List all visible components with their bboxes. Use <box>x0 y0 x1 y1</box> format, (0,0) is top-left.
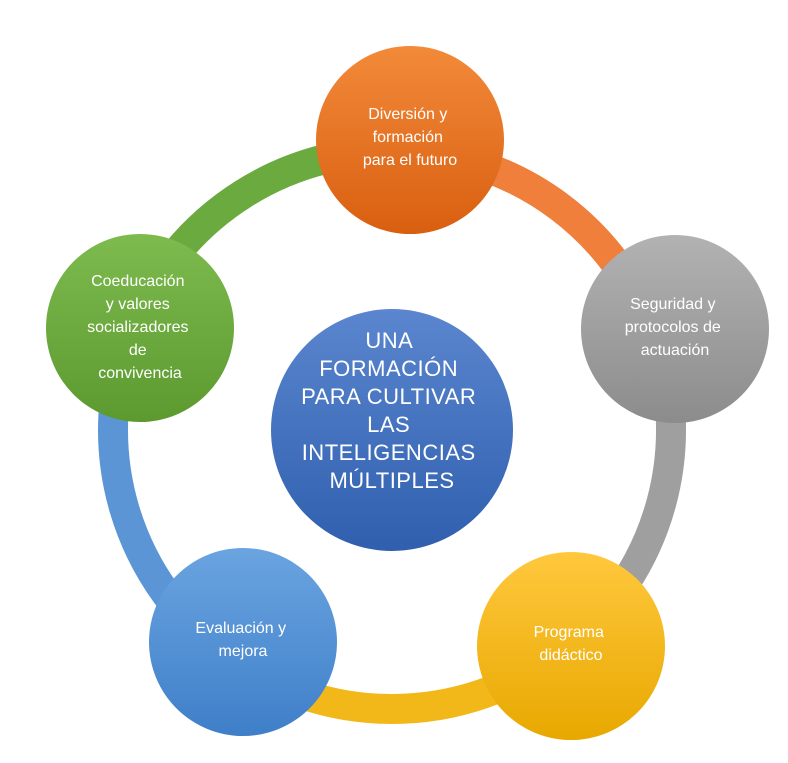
node-diversion: Diversión y formación para el futuro <box>316 46 504 234</box>
node-programa-circle <box>477 552 665 740</box>
node-line: Coeducación <box>91 273 184 290</box>
center-line: UNA <box>365 328 413 353</box>
node-programa-label: Programa didáctico <box>534 624 609 664</box>
center-line: FORMACIÓN <box>319 356 458 381</box>
node-line: para el futuro <box>363 152 457 169</box>
node-line: didáctico <box>539 647 602 664</box>
node-diversion-label: Diversión y formación para el futuro <box>363 106 457 169</box>
node-line: Evaluación y <box>195 620 286 637</box>
node-line: mejora <box>219 643 268 660</box>
center-line: LAS <box>367 412 410 437</box>
node-coeducacion-circle <box>46 234 234 422</box>
node-evaluacion: Evaluación y mejora <box>149 548 337 736</box>
center-node: UNA FORMACIÓN PARA CULTIVAR LAS INTELIGE… <box>271 309 513 551</box>
node-seguridad-label: Seguridad y protocolos de actuación <box>625 296 726 359</box>
node-seguridad-circle <box>581 235 769 423</box>
node-coeducacion-label: Coeducación y valores socializadores de … <box>87 273 193 382</box>
center-circle <box>271 309 513 551</box>
node-line: convivencia <box>98 365 182 382</box>
node-line: de <box>129 342 147 359</box>
center-label: UNA FORMACIÓN PARA CULTIVAR LAS INTELIGE… <box>301 328 483 493</box>
node-line: protocolos de <box>625 319 721 336</box>
node-line: Programa <box>534 624 604 641</box>
node-evaluacion-label: Evaluación y mejora <box>195 620 290 660</box>
node-line: Diversión y <box>368 106 447 123</box>
center-line: PARA CULTIVAR <box>301 384 476 409</box>
node-line: Seguridad y <box>630 296 715 313</box>
node-seguridad: Seguridad y protocolos de actuación <box>581 235 769 423</box>
center-line: INTELIGENCIAS <box>302 440 476 465</box>
node-line: formación <box>373 129 443 146</box>
node-line: y valores <box>106 296 170 313</box>
node-line: actuación <box>641 342 710 359</box>
node-coeducacion: Coeducación y valores socializadores de … <box>46 234 234 422</box>
node-line: socializadores <box>87 319 188 336</box>
node-programa: Programa didáctico <box>477 552 665 740</box>
center-line: MÚLTIPLES <box>329 468 454 493</box>
node-evaluacion-circle <box>149 548 337 736</box>
node-diversion-circle <box>316 46 504 234</box>
